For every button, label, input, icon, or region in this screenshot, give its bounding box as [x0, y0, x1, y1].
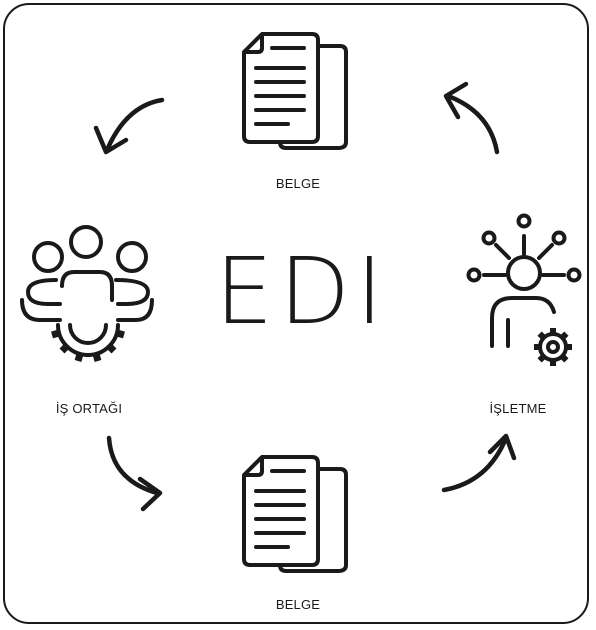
manager-network-gear-icon [466, 213, 582, 348]
bottom-document-icon [242, 455, 348, 573]
arrow-top-right [443, 81, 500, 155]
business-partner-label: İŞ ORTAĞI [55, 401, 123, 416]
gear-icon [534, 328, 572, 366]
arrow-top-left [93, 97, 165, 155]
team-gear-icon [20, 225, 154, 362]
arrow-bottom-right [441, 433, 517, 493]
business-label: İŞLETME [489, 401, 547, 416]
bottom-document-label: BELGE [275, 597, 321, 612]
diagram-frame [3, 3, 589, 624]
center-title: EDI [214, 238, 390, 345]
top-document-icon [242, 32, 348, 150]
arrow-bottom-left [106, 435, 163, 512]
top-document-label: BELGE [275, 176, 321, 191]
